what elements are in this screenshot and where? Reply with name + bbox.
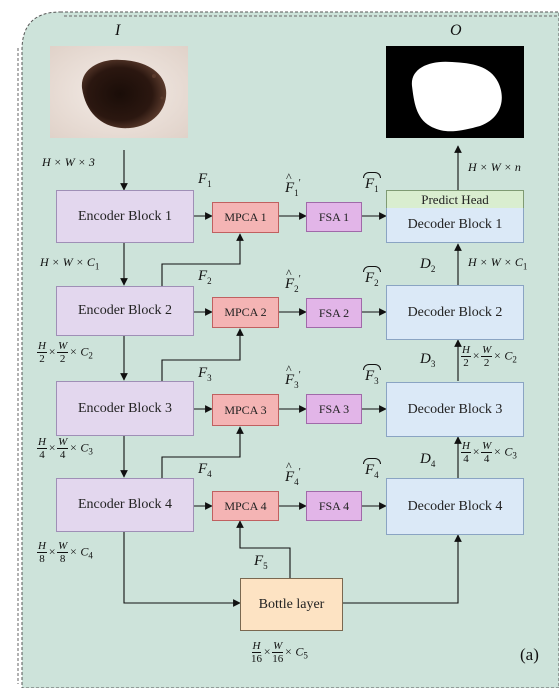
output-mask-image bbox=[386, 46, 524, 138]
enc1-out-dim-label: H × W × C1 bbox=[40, 255, 100, 272]
decoder-block-2: Decoder Block 2 bbox=[386, 285, 524, 340]
feature-f4-widehat-label: F4 bbox=[363, 458, 381, 480]
decoder-block-4: Decoder Block 4 bbox=[386, 478, 524, 535]
fsa-block-2: FSA 2 bbox=[306, 298, 362, 328]
encoder-block-4: Encoder Block 4 bbox=[56, 478, 194, 532]
feature-f3-widehat-label: F3 bbox=[363, 364, 381, 386]
feature-f1-label: F1 bbox=[198, 171, 212, 189]
encoder-block-3: Encoder Block 3 bbox=[56, 381, 194, 436]
output-dim-label: H × W × n bbox=[468, 160, 521, 174]
feature-f5-label: F5 bbox=[254, 553, 268, 571]
mpca-block-3: MPCA 3 bbox=[212, 394, 279, 426]
lesion-drawing bbox=[50, 46, 188, 138]
feature-f3-label: F3 bbox=[198, 365, 212, 383]
encoder-block-1: Encoder Block 1 bbox=[56, 190, 194, 243]
encoder-block-2: Encoder Block 2 bbox=[56, 286, 194, 336]
bottle-layer: Bottle layer bbox=[240, 578, 343, 631]
feature-f1-hat-label: F1′ bbox=[285, 170, 301, 198]
feature-f1-widehat-label: F1 bbox=[363, 172, 381, 194]
input-lesion-image bbox=[50, 46, 188, 138]
mpca-block-4: MPCA 4 bbox=[212, 491, 279, 521]
input-dim-label: H × W × 3 bbox=[42, 155, 95, 169]
feature-f4-hat-label: F4′ bbox=[285, 459, 301, 487]
decoder-block-1: Decoder Block 1 bbox=[386, 208, 524, 243]
output-label: O bbox=[450, 22, 462, 39]
mask-drawing bbox=[386, 46, 524, 138]
decoder-d3-label: D3 bbox=[420, 351, 436, 369]
mpca-block-2: MPCA 2 bbox=[212, 297, 279, 328]
feature-f4-label: F4 bbox=[198, 461, 212, 479]
decoder-block-3: Decoder Block 3 bbox=[386, 382, 524, 437]
decoder-d2-label: D2 bbox=[420, 256, 436, 274]
fsa-block-3: FSA 3 bbox=[306, 394, 362, 424]
feature-f2-widehat-label: F2 bbox=[363, 266, 381, 288]
panel-tag: (a) bbox=[520, 645, 539, 664]
dec2-dim-label: H × W × C1 bbox=[468, 255, 528, 272]
fsa-block-1: FSA 1 bbox=[306, 202, 362, 232]
feature-f2-label: F2 bbox=[198, 268, 212, 286]
fsa-block-4: FSA 4 bbox=[306, 491, 362, 521]
input-label: I bbox=[115, 22, 121, 39]
feature-f3-hat-label: F3′ bbox=[285, 362, 301, 390]
predict-head: Predict Head bbox=[386, 190, 524, 209]
decoder-d4-label: D4 bbox=[420, 451, 436, 469]
mpca-block-1: MPCA 1 bbox=[212, 202, 279, 233]
feature-f2-hat-label: F2′ bbox=[285, 266, 301, 294]
